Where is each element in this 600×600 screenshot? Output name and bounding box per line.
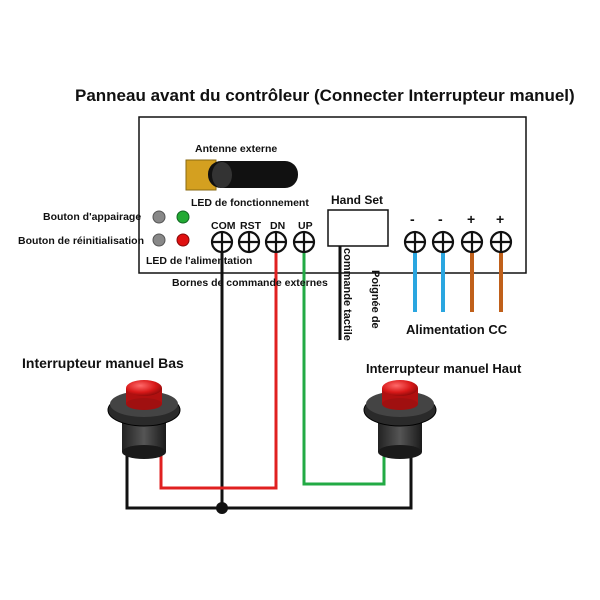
- terminal-power-3: [460, 230, 484, 254]
- power-label: Alimentation CC: [406, 322, 508, 337]
- terminal-com: [210, 230, 234, 254]
- power-sign-1: -: [410, 211, 415, 227]
- handset-label: Hand Set: [331, 193, 384, 207]
- led-run-label: LED de fonctionnement: [191, 197, 309, 209]
- wire-com-black: [125, 243, 224, 510]
- terminal-com-label: COM: [211, 220, 236, 232]
- terminal-dn-label: DN: [270, 220, 286, 232]
- handset-vertical-label-1: commande tactile: [341, 248, 353, 341]
- run-led-green: [176, 210, 190, 224]
- terminal-rst: [237, 230, 261, 254]
- switch-low: [107, 380, 181, 459]
- switch-high-cap: [382, 380, 418, 396]
- wire-up-green: [302, 243, 386, 486]
- led-power-label: LED de l'alimentation: [146, 255, 253, 267]
- wire-junction: [216, 502, 228, 514]
- pair-led-grey: [152, 210, 166, 224]
- antenna-label: Antenne externe: [195, 143, 278, 155]
- handset-port: [327, 209, 389, 247]
- antenna-tip: [212, 162, 232, 188]
- switch-low-cap: [126, 380, 162, 396]
- reset-button-label: Bouton de réinitialisation: [18, 235, 145, 247]
- terminal-dn: [264, 230, 288, 254]
- terminal-rst-label: RST: [240, 220, 261, 232]
- terminal-power-1: [403, 230, 427, 254]
- switch-high: [363, 380, 437, 459]
- power-sign-2: -: [438, 211, 443, 227]
- terminals-label: Bornes de commande externes: [172, 277, 328, 289]
- reset-led-grey: [152, 233, 166, 247]
- handset-vertical-label-2: Poignée de: [369, 270, 381, 329]
- pair-button-label: Bouton d'appairage: [43, 211, 142, 223]
- wire-dn-red: [159, 243, 278, 490]
- antenna: [185, 159, 298, 191]
- switch-low-label: Interrupteur manuel Bas: [22, 355, 184, 371]
- power-sign-3: +: [467, 211, 476, 227]
- terminal-power-4: [489, 230, 513, 254]
- diagram-title: Panneau avant du contrôleur (Connecter I…: [75, 86, 575, 105]
- power-led-red: [176, 233, 190, 247]
- switch-high-label: Interrupteur manuel Haut: [366, 361, 522, 376]
- wire-black-right: [222, 448, 413, 510]
- terminal-power-2: [431, 230, 455, 254]
- power-sign-4: +: [496, 211, 505, 227]
- controller-panel: [138, 116, 527, 274]
- terminal-up-label: UP: [298, 220, 313, 232]
- terminal-up: [292, 230, 316, 254]
